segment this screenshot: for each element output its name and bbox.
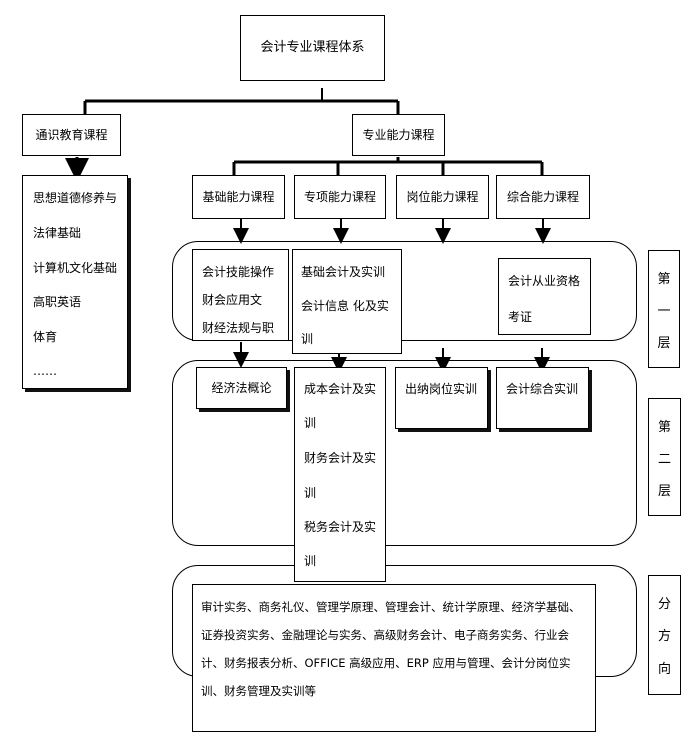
course-item: 会计信息 化及实 [301,299,389,313]
course-item: 会计综合实训 [506,382,579,396]
side-label-char: 二 [657,451,671,467]
comprehensive-ability-box: 综合能力课程 [496,175,590,219]
side-label-char: 层 [657,483,671,499]
course-item: 财经法规与职 [202,321,275,335]
basic-ability-box: 基础能力课程 [192,175,285,219]
side-label-layer1: 第 一 层 [648,250,680,368]
course-item: 财务会计及实 [304,451,377,465]
root-box: 会计专业课程体系 [240,15,385,81]
course-item: 训 [304,486,317,500]
general-course-list: 思想道德修养与 法律基础 计算机文化基础 高职英语 体育 …… [22,175,128,389]
side-label-layer2: 第 二 层 [648,398,681,516]
course-item: 税务会计及实 [304,520,377,534]
professional-course-title: 专业能力课程 [362,128,435,142]
layer2-panel [172,360,637,546]
course-item: 训 [304,416,317,430]
layer1-special-box: 基础会计及实训 会计信息 化及实 训 [292,249,402,354]
general-course-title: 通识教育课程 [35,128,108,142]
side-label-char: 第 [657,419,671,435]
special-ability-title: 专项能力课程 [303,190,376,204]
course-item: 经济法概论 [211,381,272,395]
position-ability-title: 岗位能力课程 [406,190,479,204]
layer2-position-box: 出纳岗位实训 [395,367,488,429]
course-item: 基础会计及实训 [301,265,386,279]
list-item: 高职英语 [33,295,82,309]
layer1-basic-box: 会计技能操作 财会应用文 财经法规与职 [192,249,289,341]
side-label-char: 方 [657,629,671,645]
side-label-char: 分 [657,596,671,612]
course-item: 会计从业资格 [508,274,581,288]
layer2-basic-box: 经济法概论 [196,367,287,409]
side-label-char: 向 [657,662,671,678]
course-item: 财会应用文 [202,293,263,307]
course-item: 训 [304,554,317,568]
list-item: 思想道德修养与 [33,191,118,205]
side-label-char: 层 [657,335,671,351]
professional-course-box: 专业能力课程 [352,114,445,156]
root-title: 会计专业课程体系 [260,40,365,55]
comprehensive-ability-title: 综合能力课程 [506,190,579,204]
position-ability-box: 岗位能力课程 [396,175,489,219]
list-item: 法律基础 [33,226,82,240]
side-label-direction: 分 方 向 [648,575,681,695]
list-item: 计算机文化基础 [33,261,118,275]
basic-ability-title: 基础能力课程 [202,190,275,204]
course-item: 会计技能操作 [202,265,275,279]
layer2-special-box: 成本会计及实 训 财务会计及实 训 税务会计及实 训 [294,367,386,582]
course-item: 训 [301,332,314,346]
side-label-char: 第 [657,271,671,287]
layer1-panel [172,241,637,341]
direction-courses-text: 审计实务、商务礼仪、管理学原理、管理会计、统计学原理、经济学基础、证券投资实务、… [201,600,581,698]
course-item: 出纳岗位实训 [405,382,478,396]
side-label-char: 一 [657,303,671,319]
list-item: 体育 [33,330,58,344]
course-item: 成本会计及实 [304,382,377,396]
layer2-comprehensive-box: 会计综合实训 [496,367,589,429]
layer1-comprehensive-box: 会计从业资格 考证 [498,258,591,335]
special-ability-box: 专项能力课程 [294,175,386,219]
list-item: …… [33,364,57,378]
general-course-box: 通识教育课程 [22,114,121,156]
course-item: 考证 [508,310,533,324]
direction-courses-box: 审计实务、商务礼仪、管理学原理、管理会计、统计学原理、经济学基础、证券投资实务、… [192,584,596,732]
